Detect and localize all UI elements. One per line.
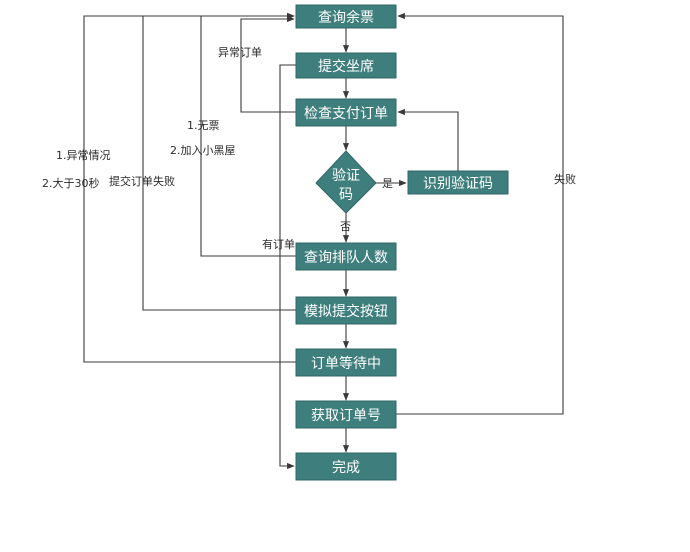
edge-submit-failed <box>142 12 296 311</box>
node-submit-seat: 提交坐席 <box>295 52 397 79</box>
label-over-30s: 2.大于30秒 <box>42 176 100 190</box>
node-submit-seat-label: 提交坐席 <box>318 58 374 75</box>
label-submit-failed: 提交订单失败 <box>109 174 175 188</box>
node-get-order-no: 获取订单号 <box>295 400 397 429</box>
edge-fail <box>396 12 564 415</box>
label-has-order: 有订单 <box>262 237 295 251</box>
label-fail: 失败 <box>554 172 576 186</box>
label-yes: 是 <box>382 177 393 190</box>
node-order-waiting: 订单等待中 <box>295 348 397 377</box>
edge-has-order <box>279 64 296 470</box>
node-simulate-submit: 模拟提交按钮 <box>295 296 397 325</box>
node-captcha-decision-line2: 码 <box>339 187 353 203</box>
node-query-queue: 查询排队人数 <box>295 242 397 271</box>
label-abnormal-case: 1.异常情况 <box>56 149 111 162</box>
node-order-waiting-label: 订单等待中 <box>311 355 381 372</box>
node-query-tickets: 查询余票 <box>295 4 397 29</box>
label-no: 否 <box>340 220 351 233</box>
node-check-pay-order-label: 检查支付订单 <box>304 106 388 122</box>
label-no-ticket: 1.无票 <box>187 119 220 132</box>
node-captcha-decision-line1: 验证 <box>332 168 360 184</box>
node-simulate-submit-label: 模拟提交按钮 <box>304 303 388 320</box>
node-recognize-captcha: 识别验证码 <box>407 170 509 195</box>
node-done: 完成 <box>295 452 397 481</box>
label-blacklist: 2.加入小黑屋 <box>170 144 236 157</box>
node-check-pay-order: 检查支付订单 <box>295 98 397 127</box>
node-done-label: 完成 <box>332 460 360 476</box>
node-recognize-captcha-label: 识别验证码 <box>423 176 493 192</box>
node-query-queue-label: 查询排队人数 <box>304 250 388 266</box>
edge-abnormal-order <box>240 15 296 113</box>
node-get-order-no-label: 获取订单号 <box>311 408 381 424</box>
label-abnormal-order: 异常订单 <box>218 46 262 59</box>
edge-recognize-to-check <box>397 108 459 171</box>
node-captcha-decision: 验证 码 <box>315 150 377 214</box>
edge-abnormal-case <box>83 12 296 363</box>
node-query-tickets-label: 查询余票 <box>318 9 374 26</box>
